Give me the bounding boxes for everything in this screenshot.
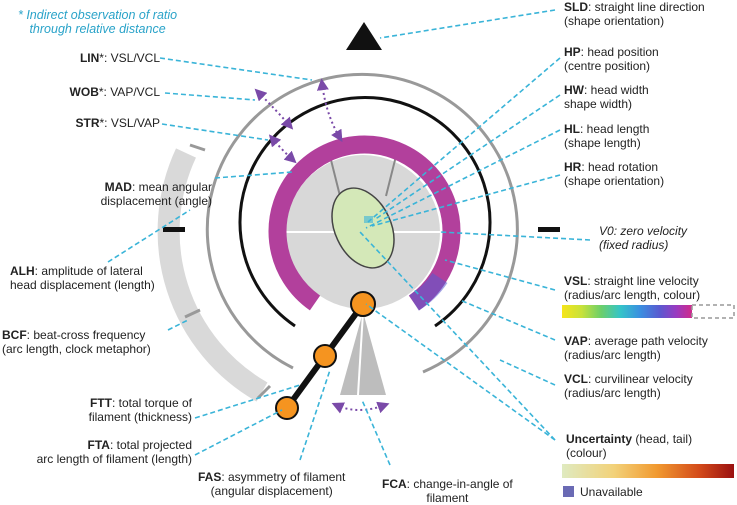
- indirect-note: * Indirect observation of ratio through …: [18, 8, 178, 36]
- label-unavailable: Unavailable: [580, 485, 643, 499]
- uncertainty-colour-bar: [562, 464, 734, 478]
- str-arrow: [268, 134, 297, 164]
- tail-node: [313, 344, 337, 368]
- left-tick: [163, 227, 185, 232]
- label-fas: FAS: asymmetry of filament(angular displ…: [198, 470, 346, 498]
- tail-node: [350, 291, 376, 317]
- lin-arrow: [316, 78, 343, 143]
- fas-arrow: [331, 401, 390, 414]
- vap-ring: [238, 96, 492, 328]
- bcf-tick: [256, 384, 272, 400]
- label-v0: V0: zero velocity(fixed radius): [599, 224, 688, 252]
- label-hr: HR: head rotation(shape orientation): [564, 160, 665, 188]
- label-str: STR*: VSL/VAP: [75, 116, 160, 130]
- label-bcf: BCF: beat-cross frequency(arc length, cl…: [2, 328, 151, 356]
- label-lin: LIN*: VSL/VCL: [79, 51, 160, 65]
- label-wob: WOB*: VAP/VCL: [69, 85, 160, 99]
- unavailable-swatch: [563, 486, 574, 497]
- tail-node: [275, 396, 299, 420]
- label-uncertainty: Uncertainty (head, tail)(colour): [566, 432, 693, 460]
- sld-triangle: [346, 22, 382, 50]
- label-hl: HL: head length(shape length): [564, 122, 650, 150]
- vsl-segment: [408, 272, 448, 311]
- right-tick: [538, 227, 560, 232]
- label-vap: VAP: average path velocity(radius/arc le…: [564, 334, 708, 362]
- vsl-ring: [268, 135, 461, 311]
- bcf-arc: [157, 148, 268, 402]
- label-sld: SLD: straight line direction(shape orien…: [564, 0, 705, 28]
- vsl-colour-bar: [562, 305, 692, 318]
- bcf-tick: [184, 308, 201, 319]
- label-vcl: VCL: curvilinear velocity(radius/arc len…: [564, 372, 693, 400]
- vcl-ring: [205, 72, 519, 374]
- label-vsl: VSL: straight line velocity(radius/arc l…: [564, 274, 701, 302]
- bcf-tick: [189, 143, 206, 152]
- fca-cone: [340, 312, 386, 395]
- label-hp: HP: head position(centre position): [564, 45, 659, 73]
